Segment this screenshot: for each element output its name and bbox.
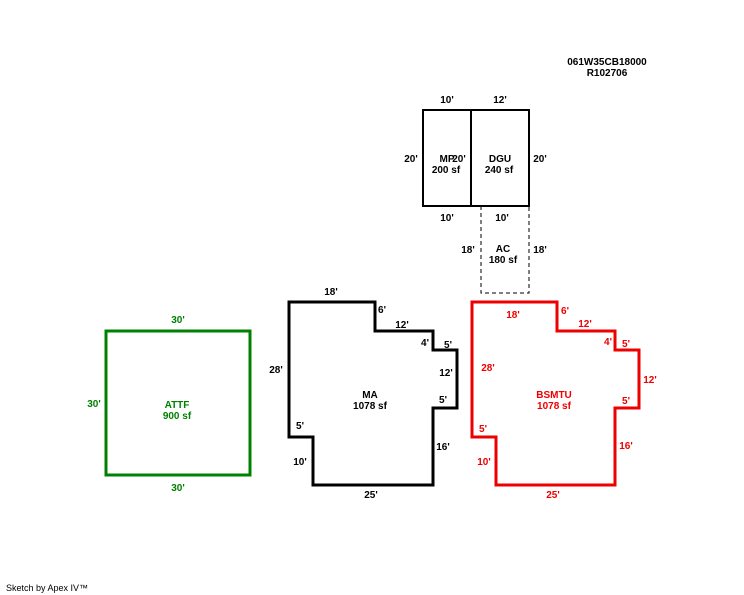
ac-dim-right: 18' — [533, 245, 547, 256]
bsmtu-label: BSMTU — [536, 390, 572, 401]
ma-dim-step1: 6' — [378, 305, 386, 316]
sketch-credit: Sketch by Apex IV™ — [6, 583, 89, 593]
attf-outline — [104, 329, 252, 477]
ma-dim-step5: 5' — [439, 395, 447, 406]
area-ac[interactable]: AC 180 sf 10' 18' 18' — [461, 205, 547, 294]
mp-dim-bottom: 10' — [440, 213, 454, 224]
ac-dim-top: 10' — [495, 213, 509, 224]
area-dgu[interactable]: DGU 240 sf 12' 20' — [470, 95, 547, 207]
attf-label: ATTF — [165, 400, 190, 411]
mp-area: 200 sf — [432, 165, 461, 176]
ma-outline — [287, 300, 459, 487]
parcel-id: 061W35CB18000 — [567, 57, 647, 68]
bsmtu-dim-step2: 12' — [578, 319, 592, 330]
mp-dim-left: 20' — [404, 154, 418, 165]
bsmtu-dim-step3: 4' — [604, 337, 612, 348]
dgu-label: DGU — [489, 154, 511, 165]
ma-dim-step6: 5' — [296, 421, 304, 432]
bsmtu-dim-lower-left: 10' — [477, 457, 491, 468]
ma-dim-step2: 12' — [395, 320, 409, 331]
ma-dim-top: 18' — [324, 287, 338, 298]
account-number: R102706 — [587, 68, 628, 79]
ac-outline — [480, 205, 530, 294]
area-ma[interactable]: MA 1078 sf 18' 6' 12' 4' 5' 12' 5' 16' 2… — [269, 287, 459, 501]
ac-area: 180 sf — [489, 255, 518, 266]
bsmtu-dim-step4: 5' — [622, 339, 630, 350]
dgu-area: 240 sf — [485, 165, 514, 176]
mp-dim-right-inline: 20' — [452, 154, 466, 165]
attf-dim-left: 30' — [87, 399, 101, 410]
bsmtu-area: 1078 sf — [537, 401, 572, 412]
bsmtu-dim-step1: 6' — [561, 306, 569, 317]
ma-dim-lower-left: 10' — [293, 457, 307, 468]
area-mp[interactable]: MP 20' 200 sf 10' 20' 10' — [404, 95, 472, 224]
mp-label: MP — [440, 154, 455, 165]
attf-area: 900 sf — [163, 411, 192, 422]
bsmtu-dim-step5: 5' — [622, 396, 630, 407]
bsmtu-dim-bottom: 25' — [546, 490, 560, 501]
attf-dim-bottom: 30' — [171, 483, 185, 494]
mp-dim-top: 10' — [440, 95, 454, 106]
area-bsmtu[interactable]: BSMTU 1078 sf 18' 6' 12' 4' 5' 12' 5' 16… — [470, 300, 657, 501]
bsmtu-dim-right: 12' — [643, 375, 657, 386]
ma-dim-bottom: 25' — [364, 490, 378, 501]
ma-dim-left: 28' — [269, 365, 283, 376]
area-attf[interactable]: ATTF 900 sf 30' 30' 30' — [87, 315, 252, 494]
ma-area: 1078 sf — [353, 401, 388, 412]
attf-dim-top: 30' — [171, 315, 185, 326]
ma-dim-step3: 4' — [421, 338, 429, 349]
ma-dim-step4: 5' — [444, 340, 452, 351]
dgu-dim-right: 20' — [533, 154, 547, 165]
bsmtu-dim-left: 28' — [481, 363, 495, 374]
bsmtu-dim-top: 18' — [506, 310, 520, 321]
bsmtu-outline — [470, 300, 641, 487]
ma-dim-right: 12' — [439, 368, 453, 379]
dgu-outline — [470, 109, 530, 207]
ma-label: MA — [362, 390, 378, 401]
dgu-dim-top: 12' — [493, 95, 507, 106]
bsmtu-dim-lower-right: 16' — [619, 441, 633, 452]
ac-dim-left: 18' — [461, 245, 475, 256]
bsmtu-dim-step6: 5' — [479, 424, 487, 435]
ac-label: AC — [496, 244, 510, 255]
ma-dim-lower-right: 16' — [436, 442, 450, 453]
